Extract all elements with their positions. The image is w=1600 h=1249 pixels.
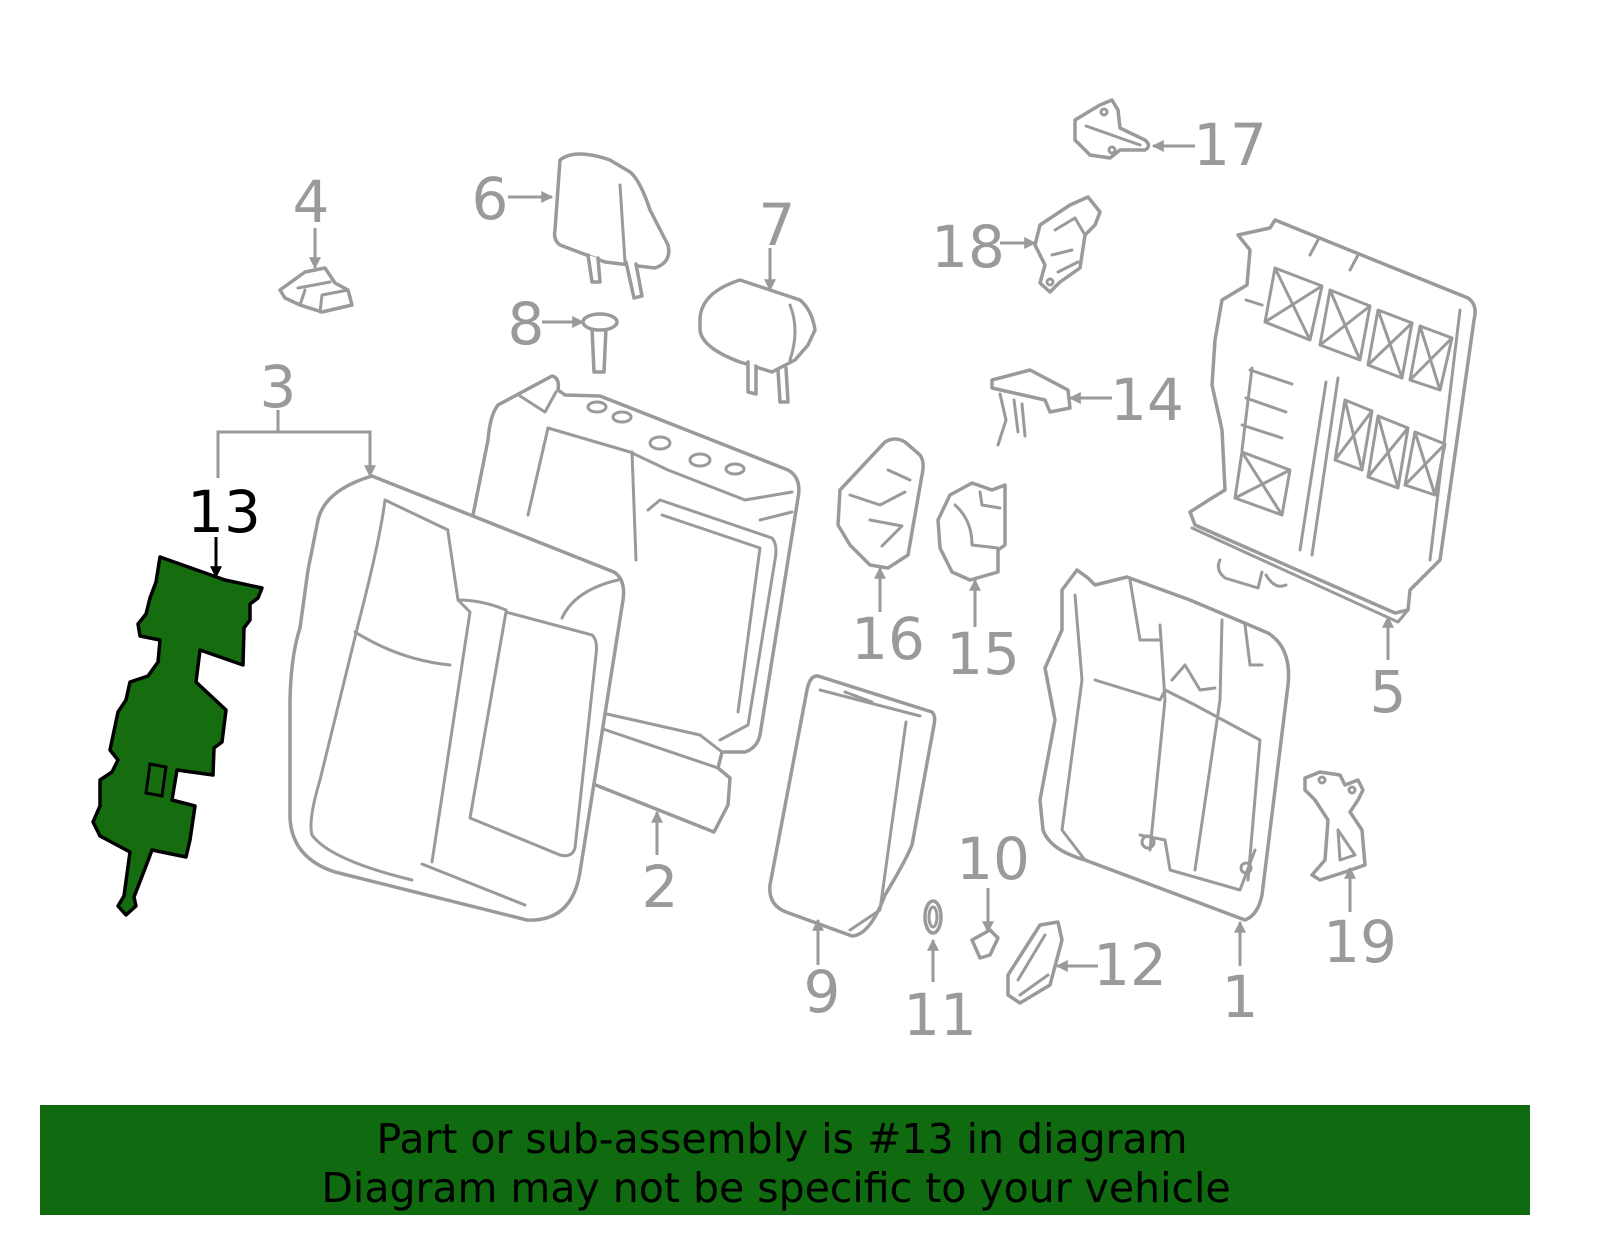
callout-arrows <box>210 140 1394 982</box>
part-1-seatback-frame <box>1038 568 1291 922</box>
banner-background <box>40 1105 1530 1215</box>
callout-3: 3 <box>260 353 297 421</box>
callout-2: 2 <box>642 853 679 921</box>
callout-18: 18 <box>931 213 1005 281</box>
part-19-bracket <box>1303 770 1367 882</box>
part-9-armrest <box>768 674 937 938</box>
callout-6: 6 <box>472 165 509 233</box>
callout-8: 8 <box>508 290 545 358</box>
info-banner: Part or sub-assembly is #13 in diagram D… <box>40 1105 1530 1215</box>
part-16-cover <box>836 437 925 570</box>
callout-4: 4 <box>293 168 330 236</box>
callout-1: 1 <box>1222 963 1259 1031</box>
callout-7: 7 <box>759 191 796 259</box>
callout-11: 11 <box>903 981 977 1049</box>
callout-17: 17 <box>1193 111 1267 179</box>
banner-line-1: Part or sub-assembly is #13 in diagram <box>376 1115 1187 1163</box>
part-18-bracket <box>1033 195 1102 294</box>
part-7-headrest <box>698 278 817 404</box>
callout-13: 13 <box>187 478 261 546</box>
part-5-seatback-panel <box>1188 218 1477 624</box>
part-6-headrest <box>552 152 671 300</box>
callout-14: 14 <box>1110 366 1184 434</box>
callout-16: 16 <box>851 605 925 673</box>
callout-15: 15 <box>946 620 1020 688</box>
bracket-3 <box>216 410 370 478</box>
part-2-seatback-pad <box>470 374 801 834</box>
part-11-ring <box>923 899 943 935</box>
part-13-highlighted <box>91 555 264 917</box>
callout-5: 5 <box>1370 658 1407 726</box>
part-12-bracket <box>1006 920 1064 1005</box>
callout-labels: 4 6 7 8 3 13 17 18 14 16 15 5 2 9 10 11 … <box>187 111 1406 1049</box>
part-4-bracket <box>278 266 354 314</box>
part-17-bracket <box>1073 98 1151 160</box>
part-10-clip <box>970 928 1000 960</box>
part-14-latch <box>990 368 1072 447</box>
callout-12: 12 <box>1093 931 1167 999</box>
callout-10: 10 <box>956 825 1030 893</box>
banner-line-2: Diagram may not be specific to your vehi… <box>321 1164 1230 1212</box>
callout-19: 19 <box>1323 908 1397 976</box>
part-15-cover <box>936 481 1007 582</box>
callout-9: 9 <box>804 958 841 1026</box>
part-3-seatback-cover <box>288 474 626 922</box>
part-8-pin <box>581 312 619 374</box>
